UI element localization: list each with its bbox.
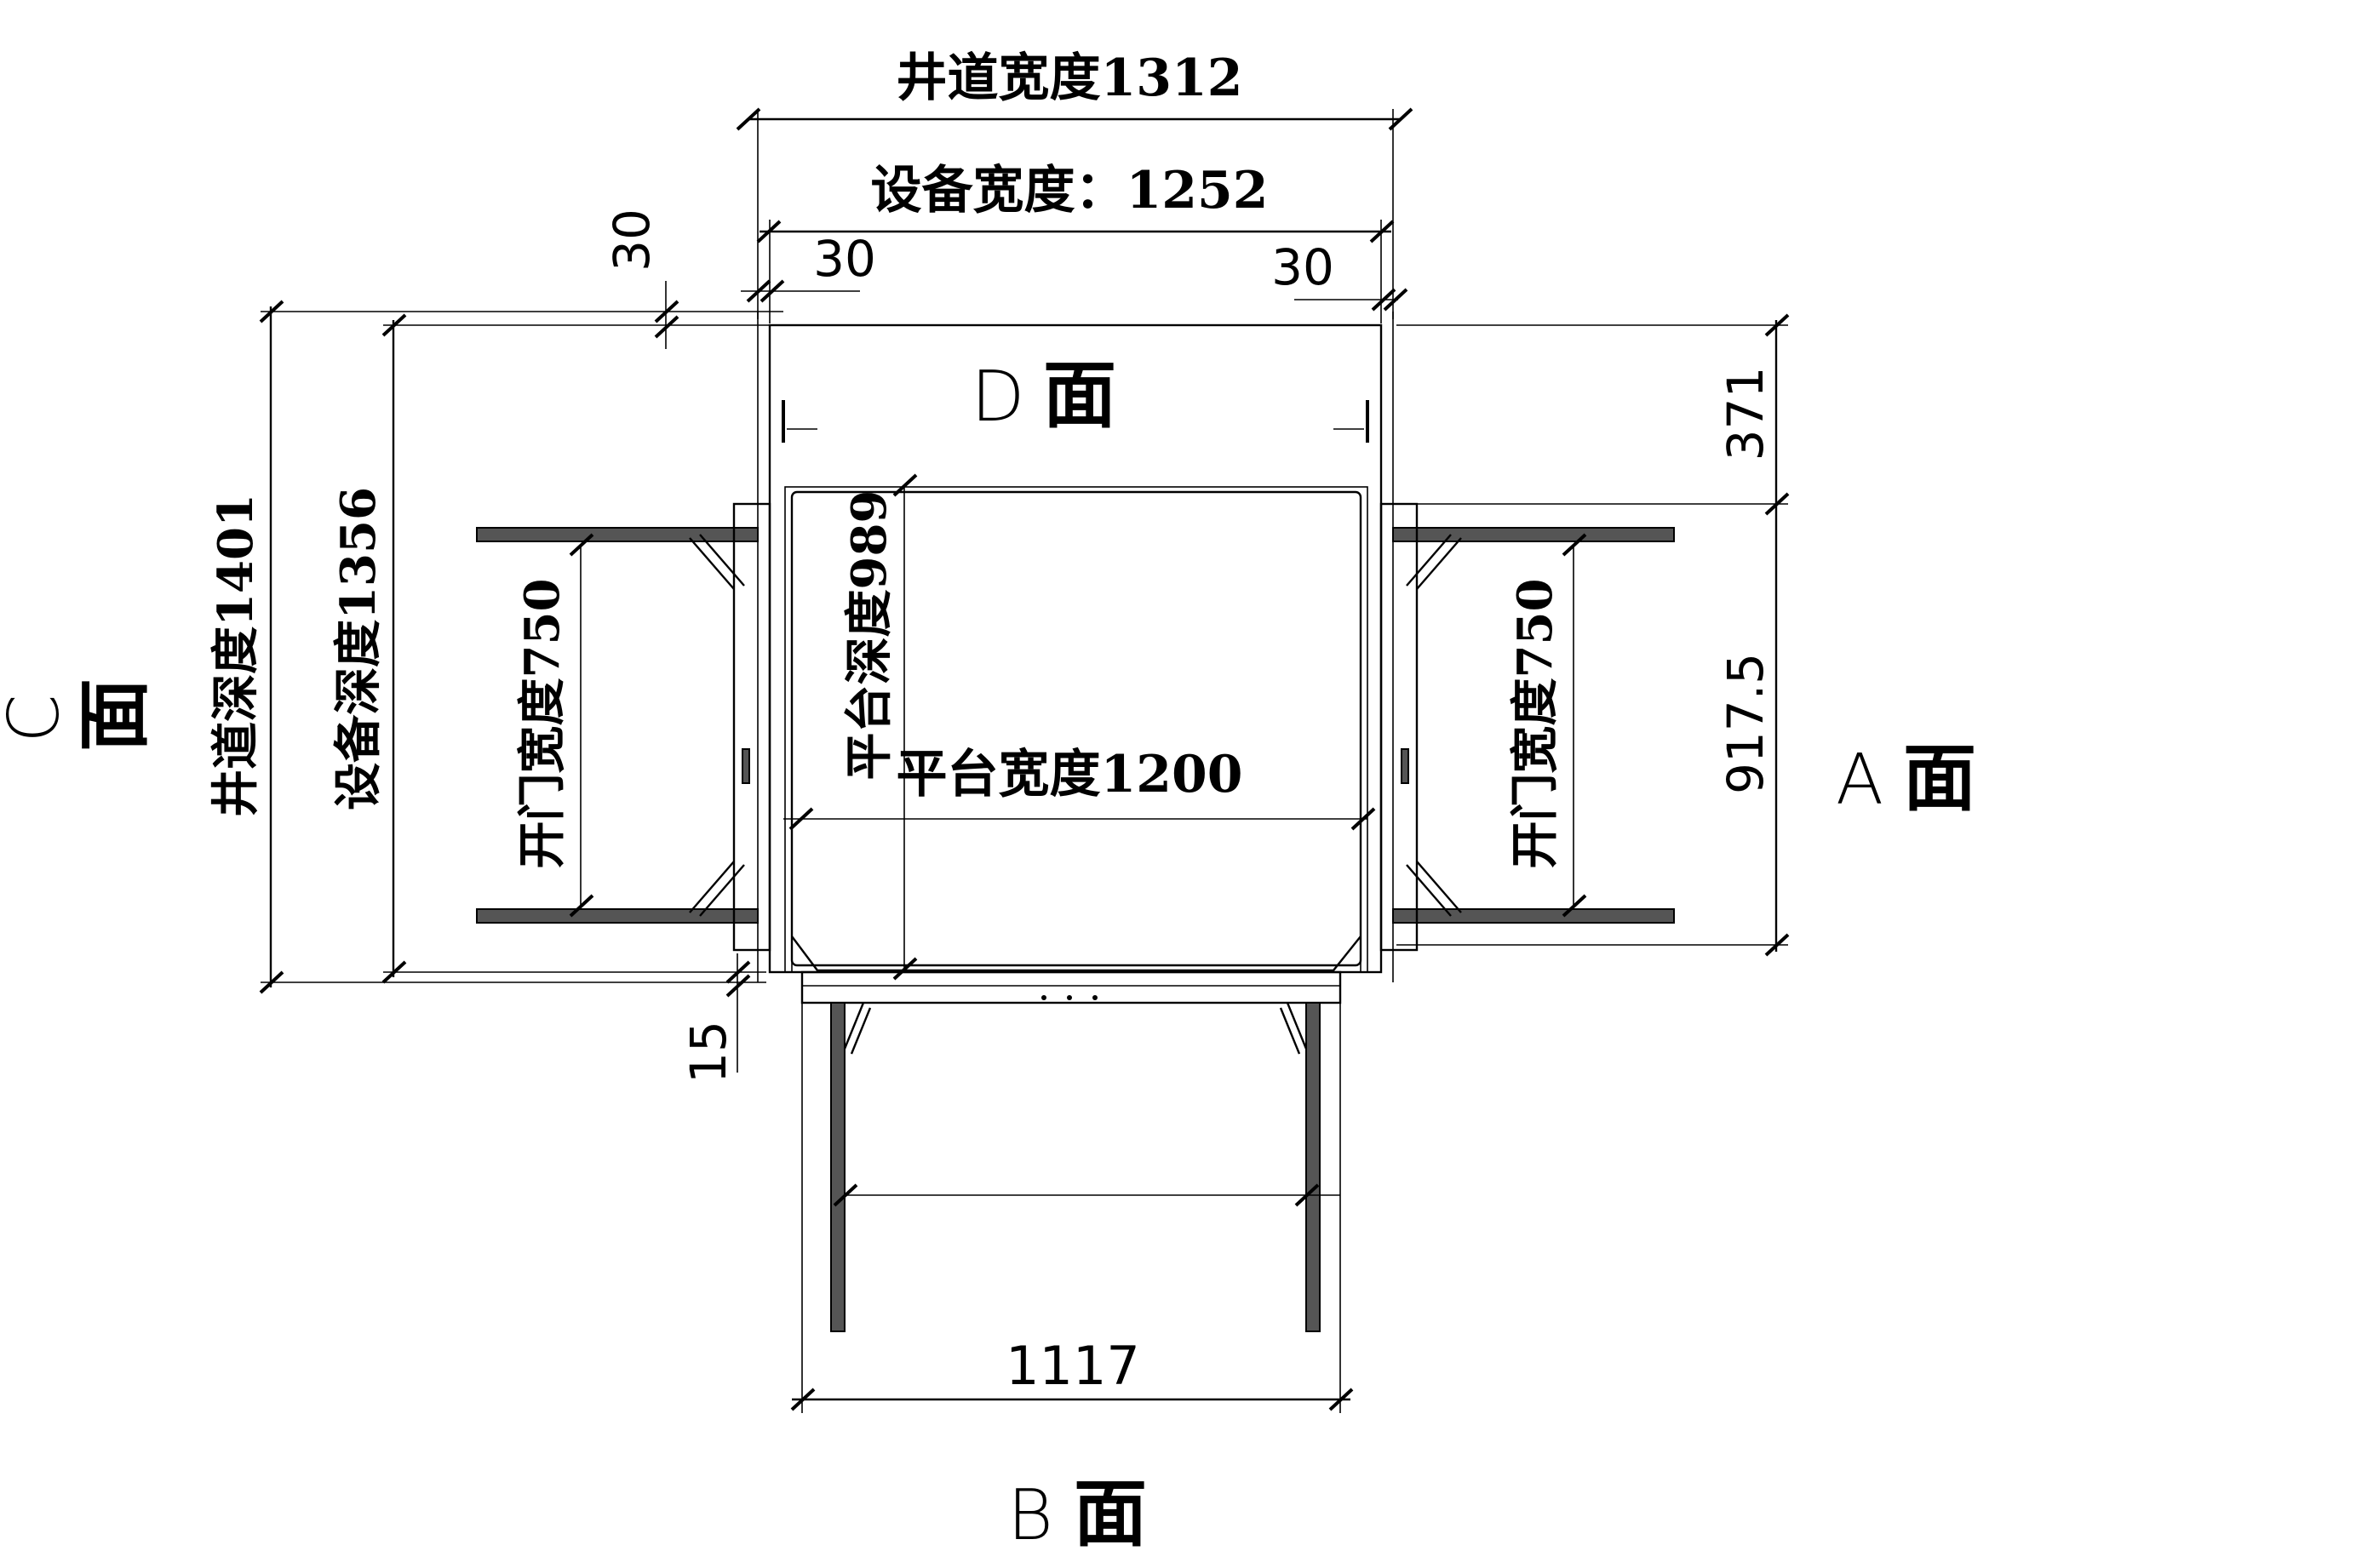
right-door-assembly: 开门宽度750 [1379,502,1675,952]
left-door-assembly: 开门宽度750 [476,502,771,952]
face-b-char: 面 [1074,1471,1147,1557]
face-d-letter: D [971,357,1024,438]
gap-top-left-label: 30 [603,209,661,272]
equip-depth-label: 设备深度1356 [330,487,387,810]
face-a-letter: A [1836,740,1883,821]
platform: 平台深度989 平台宽度1200 [783,473,1376,981]
face-c-letter: C [0,694,75,742]
dim-bottom-width: 1117 [790,979,1354,1413]
dim-equip-width: 设备宽度：1252 [756,161,1395,323]
face-label-d: D 面 [971,352,1116,438]
face-b-letter: B [1007,1475,1053,1556]
face-a-char: 面 [1903,735,1976,821]
shaft-width-label: 井道宽度1312 [897,49,1243,108]
dim-shaft-depth: 井道深度1401 [208,300,783,994]
gap-top-right-label: 30 [1271,238,1334,296]
bottom-door-assembly [830,1002,1340,1332]
dim-shaft-width: 井道宽度1312 [736,49,1413,319]
face-label-a: A 面 [1836,735,1976,821]
equip-width-label: 设备宽度：1252 [871,161,1269,220]
face-c-char: 面 [72,678,158,752]
gap-top-mid-left-label: 30 [813,230,876,288]
bottom-frame [800,970,1342,1004]
platform-depth-label: 平台深度989 [841,490,897,781]
dim-right: 371 917.5 [1396,313,1790,957]
face-label-c: C 面 [0,678,158,752]
dim-gap-bottom: 15 [679,953,751,1084]
right-lower-label: 917.5 [1717,653,1774,794]
gap-bottom-label: 15 [679,1021,737,1084]
door-width-right-label: 开门宽度750 [1507,579,1563,869]
right-upper-label: 371 [1717,367,1774,461]
face-d-char: 面 [1043,352,1116,438]
face-label-b: B 面 [1007,1471,1147,1557]
platform-width-label: 平台宽度1200 [897,745,1243,804]
bottom-width-label: 1117 [1006,1335,1140,1397]
dim-gaps-top: 30 30 30 [603,209,1408,349]
dim-equip-depth: 设备深度1356 [330,313,800,984]
door-width-left-label: 开门宽度750 [514,579,570,869]
shaft-depth-label: 井道深度1401 [208,494,264,817]
